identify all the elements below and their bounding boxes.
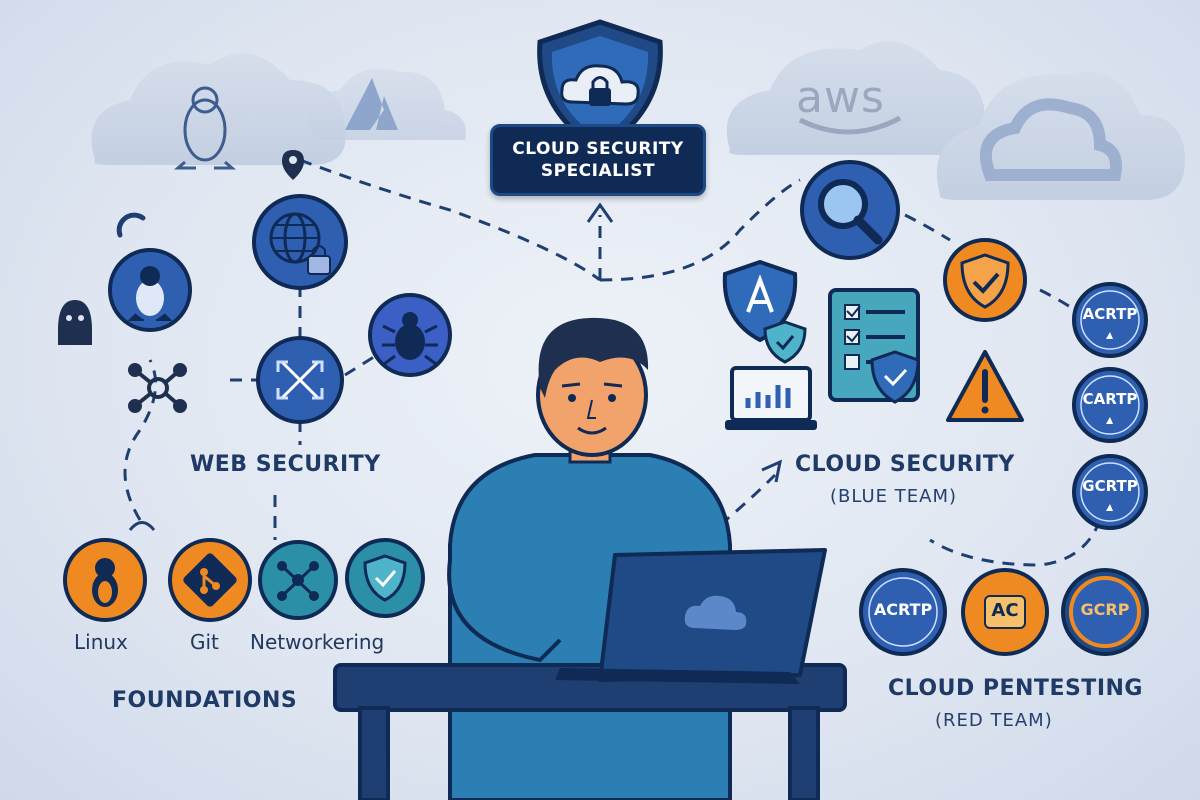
goal-title-line1: CLOUD SECURITY — [512, 139, 684, 159]
skill-label-networking: Networkering — [250, 630, 385, 654]
arrow-up-icon — [586, 202, 614, 223]
loading-arc-icon — [116, 212, 146, 238]
shield-check-icon — [345, 538, 425, 618]
cloud-lock-shield-icon — [537, 19, 663, 153]
git-icon — [168, 538, 252, 622]
person-figure — [447, 317, 732, 800]
azure-logo-icon — [345, 78, 398, 130]
cert-text-acrtp: ACRTP — [1082, 305, 1138, 323]
azure-shield-icon — [722, 259, 807, 364]
warning-icon — [946, 350, 1024, 422]
cert-text-cartp: CARTP — [1082, 390, 1138, 408]
cert-text-red-acrtp: ACRTP — [873, 600, 933, 619]
amazon-smile-icon — [798, 115, 902, 135]
goal-title-box: CLOUD SECURITY SPECIALIST — [490, 124, 706, 196]
network-node-icon — [128, 363, 187, 413]
cert-badge-cartp — [1072, 367, 1148, 443]
section-web-security: WEB SECURITY — [190, 452, 381, 477]
ghost-icon — [58, 300, 92, 345]
goal-title-line2: SPECIALIST — [540, 161, 656, 181]
skill-label-linux: Linux — [74, 630, 128, 654]
section-cloud-security-sub: (BLUE TEAM) — [830, 486, 958, 507]
aws-logo-text: aws — [796, 72, 885, 123]
crosshair-icon — [256, 336, 344, 424]
cert-badge-red-ac — [961, 568, 1049, 656]
globe-lock-icon — [252, 194, 348, 290]
cert-badge-acrtp — [1072, 282, 1148, 358]
section-cloud-pentesting-sub: (RED TEAM) — [935, 710, 1053, 731]
section-foundations: FOUNDATIONS — [112, 688, 298, 713]
cert-text-red-ac: AC — [991, 600, 1019, 621]
google-cloud-logo-icon — [980, 98, 1122, 181]
section-cloud-security: CLOUD SECURITY — [795, 452, 1015, 477]
location-pin-icon — [282, 150, 304, 180]
network-icon — [258, 540, 338, 620]
background-clouds — [91, 41, 1185, 201]
arrow-right-icon — [761, 459, 783, 483]
cert-text-gcrtp: GCRTP — [1082, 477, 1138, 495]
linux-skill-icon — [63, 538, 147, 622]
cert-text-red-gcrp: GCRP — [1080, 600, 1130, 619]
linux-circle-icon — [108, 248, 192, 332]
cert-badge-red-gcrp — [1061, 568, 1149, 656]
cert-badge-red-acrtp — [859, 568, 947, 656]
checklist-icon — [828, 288, 920, 404]
magnifier-icon — [800, 160, 900, 260]
shield-badge-icon — [943, 238, 1027, 322]
cert-badge-gcrtp — [1072, 454, 1148, 530]
section-cloud-pentesting: CLOUD PENTESTING — [888, 676, 1143, 701]
linux-penguin-icon — [173, 86, 237, 170]
laptop-chart-icon — [725, 366, 817, 430]
bug-icon — [368, 293, 452, 377]
skill-label-git: Git — [190, 630, 219, 654]
laptop-cloud-icon — [555, 548, 827, 684]
small-arc-icon — [128, 521, 156, 531]
